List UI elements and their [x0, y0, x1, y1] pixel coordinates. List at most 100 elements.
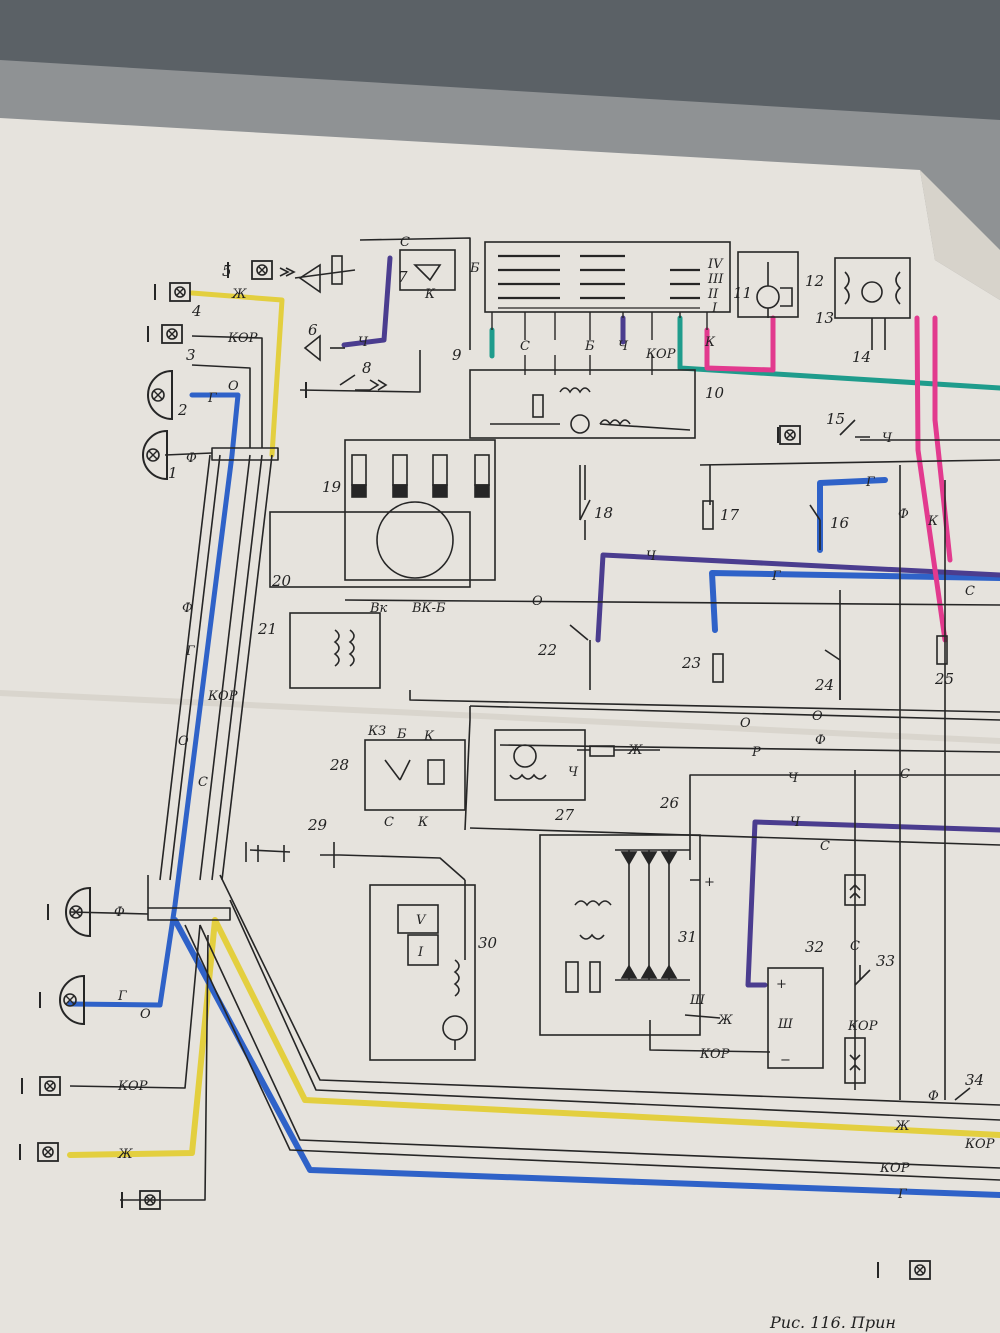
label-roman-3: III — [707, 272, 724, 287]
label-minus-32: − — [780, 1053, 791, 1068]
label-f-16: Ф — [898, 507, 909, 522]
switch-contacts — [498, 254, 700, 309]
num-32: 32 — [805, 938, 824, 956]
figure-caption: Рис. 116. Прин — [769, 1313, 896, 1332]
label-s-11: С — [520, 339, 530, 354]
num-17: 17 — [720, 506, 740, 524]
label-k-28b: К — [417, 815, 429, 830]
num-14: 14 — [852, 348, 871, 366]
num-16: 16 — [830, 514, 850, 532]
label-vkb: ВК-Б — [411, 601, 446, 616]
label-kor-top: КОР — [227, 331, 258, 346]
label-s-left: С — [198, 775, 208, 790]
num-2: 2 — [177, 401, 188, 419]
label-g-top: Г — [207, 391, 217, 406]
relay-bank-19 — [351, 454, 490, 579]
label-zh-top: Ж — [231, 287, 247, 302]
frame-28 — [364, 739, 466, 811]
num-31: 31 — [678, 928, 697, 946]
label-b-7: Б — [469, 261, 480, 276]
blue-wire-left — [67, 392, 241, 1008]
label-ch-6: Ч — [358, 335, 369, 350]
label-o-top: О — [228, 379, 239, 394]
label-kor-33: КОР — [847, 1019, 878, 1034]
frame-21 — [289, 612, 381, 689]
label-g-23: Г — [771, 569, 781, 584]
label-kor-11: КОР — [645, 347, 676, 362]
blue-wire-23 — [709, 570, 1000, 633]
label-plus-32: + — [776, 977, 787, 992]
label-roman-1: I — [711, 301, 718, 316]
motor-13-symbol — [843, 271, 902, 350]
page-corner — [920, 170, 1000, 300]
label-k-16: К — [927, 514, 939, 529]
num-8: 8 — [362, 359, 372, 377]
num-18: 18 — [594, 504, 613, 522]
label-roman-5: V — [416, 913, 427, 928]
frame-27 — [494, 729, 586, 801]
switches — [339, 374, 971, 1101]
label-kz: КЗ — [367, 724, 386, 739]
label-roman-1b: I — [417, 945, 424, 960]
label-kor-bottom: КОР — [964, 1137, 995, 1152]
label-s-26: С — [900, 767, 910, 782]
motor-27-symbol — [509, 744, 660, 780]
num-27: 27 — [554, 806, 575, 824]
frame-19 — [344, 439, 496, 581]
label-f-left: Ф — [182, 601, 193, 616]
num-34: 34 — [965, 1071, 984, 1089]
label-kor-31: КОР — [699, 1047, 730, 1062]
ground-ticks — [19, 262, 879, 1278]
label-zh-mid: Ж — [117, 1147, 133, 1162]
label-b-11: Б — [584, 339, 595, 354]
label-plus-31: + — [704, 875, 715, 890]
num-33: 33 — [876, 952, 895, 970]
label-s-right: С — [965, 584, 975, 599]
num-5: 5 — [222, 262, 232, 280]
label-k-28: К — [423, 729, 435, 744]
purple-wire-26 — [745, 819, 1000, 988]
label-f-mid: Ф — [114, 905, 125, 920]
num-10: 10 — [705, 384, 725, 402]
connectors — [279, 267, 866, 1084]
label-kor-mid: КОР — [117, 1079, 148, 1094]
num-26: 26 — [659, 794, 680, 812]
num-30: 30 — [478, 934, 498, 952]
frame-31 — [539, 834, 701, 1036]
num-25: 25 — [934, 670, 954, 688]
num-12: 12 — [805, 272, 824, 290]
coils — [333, 629, 468, 1050]
label-sh-31: Ш — [689, 993, 706, 1008]
label-roman-4: IV — [707, 257, 724, 272]
label-s-28: С — [384, 815, 394, 830]
label-kor-left: КОР — [207, 689, 238, 704]
num-28: 28 — [329, 756, 349, 774]
label-o-line: О — [532, 594, 543, 609]
motor-box-10 — [469, 369, 696, 439]
label-s-7: С — [400, 235, 410, 250]
num-4: 4 — [191, 302, 202, 320]
purple-wire-22 — [595, 552, 1000, 643]
switch-terminals — [491, 312, 708, 375]
label-zh-31: Ж — [717, 1013, 733, 1028]
label-f-top: Ф — [186, 451, 197, 466]
label-o-left: О — [178, 734, 189, 749]
label-zh-bottom: Ж — [894, 1119, 910, 1134]
fabric-top — [0, 0, 1000, 120]
label-ch-22: Ч — [646, 549, 657, 564]
num-24: 24 — [814, 676, 834, 694]
label-o-bus2: О — [812, 709, 823, 724]
num-3: 3 — [186, 346, 196, 364]
frame-30 — [369, 884, 476, 1061]
label-ch-15: Ч — [882, 431, 893, 446]
label-f-bus: Ф — [815, 733, 826, 748]
purple-wire-6 — [341, 255, 393, 348]
frame-20 — [269, 511, 471, 588]
num-11: 11 — [733, 284, 752, 302]
num-13: 13 — [815, 309, 834, 327]
pink-wire-11 — [704, 315, 776, 373]
num-15: 15 — [826, 410, 845, 428]
label-roman-2: II — [707, 287, 719, 302]
teal-wire-10 — [677, 315, 1000, 391]
num-9: 9 — [452, 346, 462, 364]
